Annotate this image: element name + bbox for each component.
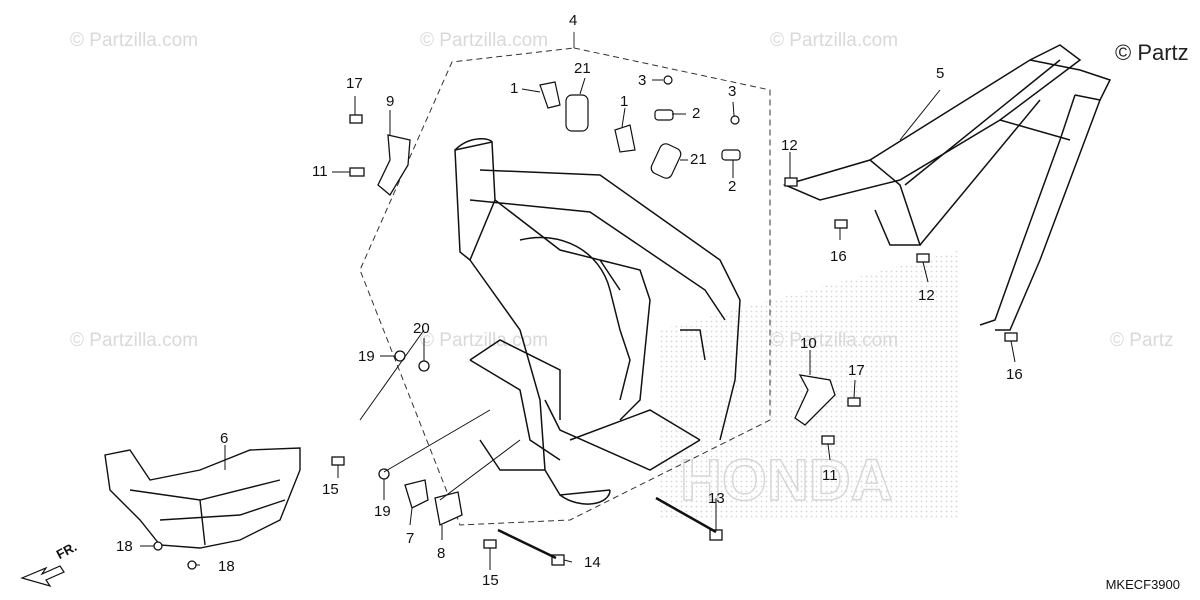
callout-16: 16 bbox=[830, 248, 847, 265]
bracket-7 bbox=[404, 479, 429, 509]
callout-7: 7 bbox=[406, 530, 415, 547]
callout-21: 21 bbox=[574, 60, 591, 77]
callout-11: 11 bbox=[822, 467, 838, 484]
callout-1: 1 bbox=[510, 80, 519, 97]
watermark: © Partzilla.com bbox=[420, 30, 549, 51]
long-bolt-13 bbox=[655, 496, 717, 534]
callout-21: 21 bbox=[690, 151, 707, 168]
cap-part-1 bbox=[539, 81, 561, 109]
callout-9: 9 bbox=[386, 93, 395, 110]
callout-11: 11 bbox=[312, 163, 328, 180]
callout-2: 2 bbox=[692, 105, 701, 122]
callout-1: 1 bbox=[620, 93, 629, 110]
main-frame bbox=[454, 138, 741, 505]
watermark: © Partzilla.com bbox=[70, 330, 199, 351]
callout-3: 3 bbox=[638, 72, 647, 89]
callout-18: 18 bbox=[116, 538, 133, 555]
callout-15: 15 bbox=[482, 572, 499, 589]
callout-17: 17 bbox=[848, 362, 865, 379]
clip-2 bbox=[654, 109, 674, 121]
bracket-8 bbox=[434, 491, 463, 526]
watermark: © Partz bbox=[1115, 40, 1189, 65]
watermark: © Partz bbox=[1110, 330, 1174, 351]
skid-plate bbox=[104, 447, 301, 549]
callout-3: 3 bbox=[728, 83, 737, 100]
callout-14: 14 bbox=[584, 554, 601, 571]
callout-15: 15 bbox=[322, 481, 339, 498]
leader-lines bbox=[140, 77, 1016, 570]
band-21 bbox=[565, 94, 589, 132]
sub-frame bbox=[782, 44, 1112, 331]
front-arrow bbox=[20, 565, 65, 588]
long-bolt-14 bbox=[497, 528, 557, 560]
nut-3 bbox=[663, 75, 673, 85]
clip-2b bbox=[721, 149, 741, 161]
callout-12: 12 bbox=[781, 137, 798, 154]
watermark: © Partzilla.com bbox=[420, 330, 549, 351]
band-21b bbox=[650, 143, 682, 179]
callout-16: 16 bbox=[1006, 366, 1023, 383]
callout-12: 12 bbox=[918, 287, 935, 304]
callout-4: 4 bbox=[569, 12, 578, 29]
callout-8: 8 bbox=[437, 545, 446, 562]
callout-18: 18 bbox=[218, 558, 235, 575]
callout-13: 13 bbox=[708, 490, 725, 507]
callout-19: 19 bbox=[374, 503, 391, 520]
assembly-outline bbox=[359, 47, 771, 526]
cap-part-1b bbox=[614, 124, 636, 153]
callout-6: 6 bbox=[220, 430, 229, 447]
bracket-10 bbox=[794, 374, 836, 426]
diagram-code: MKECF3900 bbox=[1105, 577, 1180, 592]
callout-17: 17 bbox=[346, 75, 363, 92]
callout-20: 20 bbox=[413, 320, 430, 337]
callout-10: 10 bbox=[800, 335, 817, 352]
callout-2: 2 bbox=[728, 178, 737, 195]
brand-background-text: HONDA bbox=[680, 448, 893, 513]
bolts bbox=[153, 114, 1018, 570]
bracket-9 bbox=[377, 134, 411, 196]
watermark: © Partzilla.com bbox=[70, 30, 199, 51]
callout-19: 19 bbox=[358, 348, 375, 365]
callout-5: 5 bbox=[936, 65, 945, 82]
nut-3b bbox=[730, 115, 740, 125]
watermark: © Partzilla.com bbox=[770, 30, 899, 51]
